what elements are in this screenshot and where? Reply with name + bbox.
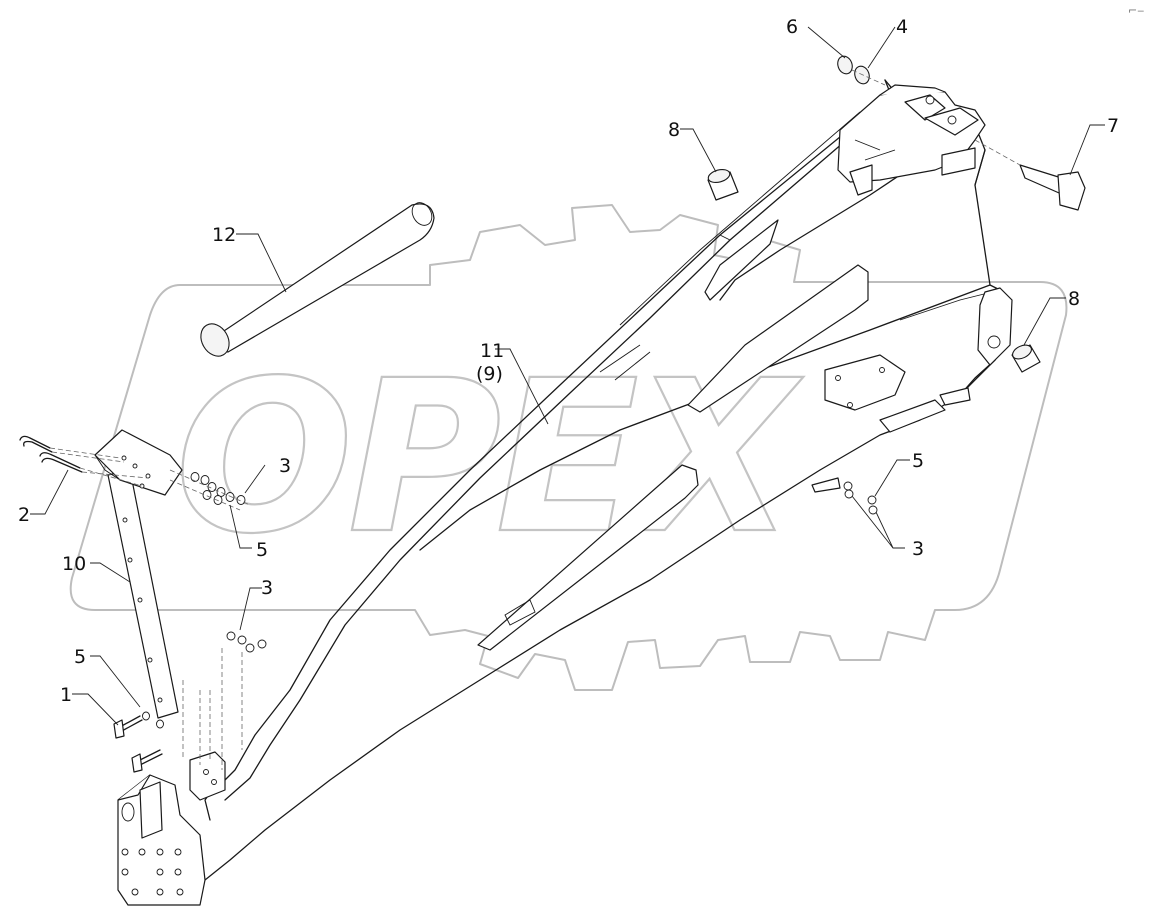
callout-3-upper: 3 [279, 455, 291, 477]
callout-8-right: 8 [1068, 288, 1080, 310]
mounting-plate [117, 774, 206, 906]
callout-7: 7 [1107, 115, 1119, 137]
strap-part-10 [107, 469, 179, 719]
leader-lines [30, 26, 1105, 726]
pin-part-7 [974, 139, 1086, 211]
nuts-washers-group [169, 469, 251, 511]
bracket-assembly-2 [19, 429, 251, 511]
callout-labels: 6 4 7 8 8 12 11 (9) 2 3 5 10 3 5 1 5 3 [18, 16, 1119, 706]
callout-3-right: 3 [912, 538, 924, 560]
beam-slot-upper [704, 219, 779, 301]
callout-5-upper: 5 [256, 539, 268, 561]
rings-parts-4-6 [837, 55, 886, 86]
beam-slot-lower [477, 464, 699, 651]
callout-8-upper: 8 [668, 119, 680, 141]
callout-11: 11 [480, 340, 504, 362]
right-fasteners [843, 481, 878, 515]
callout-9-sub: (9) [476, 363, 503, 385]
callout-4: 4 [896, 16, 908, 38]
callout-5-lower: 5 [74, 646, 86, 668]
boom-lower-rail [204, 124, 1009, 881]
callout-5-right: 5 [912, 450, 924, 472]
opex-watermark: OPEX [69, 204, 1068, 691]
bushing-part-8a [707, 168, 739, 201]
bushing-part-8b [1011, 344, 1041, 373]
callout-12: 12 [212, 224, 236, 246]
boom-frame [189, 79, 1013, 881]
corner-mark: ⌐‒ [1128, 4, 1144, 17]
lower-fasteners [113, 631, 267, 773]
callout-3-lower: 3 [261, 577, 273, 599]
lower-pivot [977, 287, 1013, 366]
beam-slot-middle [687, 264, 869, 413]
callout-6: 6 [786, 16, 798, 38]
boom-foot-bracket [189, 751, 226, 801]
callout-10: 10 [62, 553, 86, 575]
watermark-text: OPEX [175, 335, 804, 580]
tube-part-12 [200, 202, 435, 357]
callout-1: 1 [60, 684, 72, 706]
callout-2: 2 [18, 504, 30, 526]
